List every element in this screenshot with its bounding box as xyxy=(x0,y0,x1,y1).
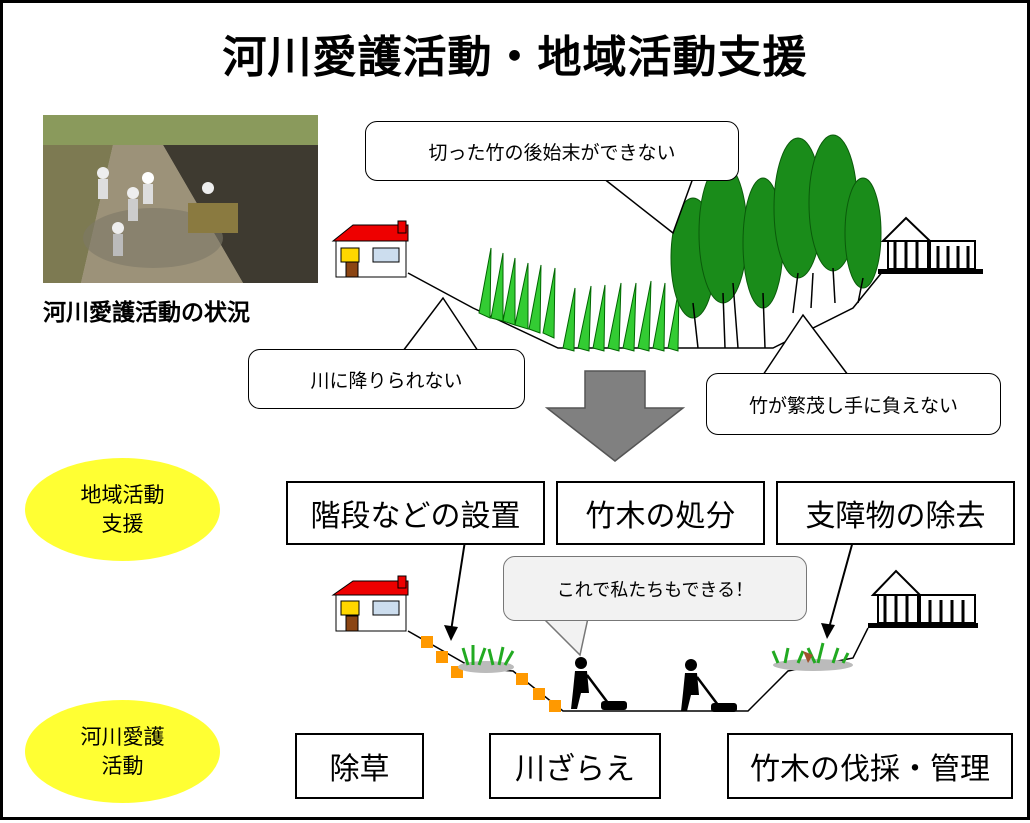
support-obstacle-removal: 支障物の除去 xyxy=(776,481,1015,545)
activity-weeding: 除草 xyxy=(295,733,424,799)
down-arrow xyxy=(544,370,686,462)
river-activity-photo xyxy=(43,115,318,283)
speech-bubble-tail xyxy=(541,617,589,657)
support-bamboo-disposal: 竹木の処分 xyxy=(556,481,765,545)
mowing-person-2 xyxy=(681,659,737,712)
building-right-bottom xyxy=(868,569,978,628)
arrow-steps xyxy=(444,540,466,641)
photo-caption: 河川愛護活動の状況 xyxy=(43,300,250,326)
activity-river-dredging: 川ざらえ xyxy=(489,733,661,799)
small-grass-left xyxy=(458,645,515,673)
illustration-layer xyxy=(43,115,983,712)
page-title: 河川愛護活動・地域活動支援 xyxy=(222,32,808,83)
house-left-top xyxy=(331,220,409,278)
speech-bubble: これで私たちもできる！ xyxy=(503,556,807,621)
callout-tail-disposal xyxy=(602,177,694,235)
label-community-support: 地域活動 支援 xyxy=(25,458,220,561)
arrow-obstacle-removal xyxy=(821,540,854,639)
label-river-care-activity: 河川愛護 活動 xyxy=(25,700,220,803)
callout-cannot-descend: 川に降りられない xyxy=(248,349,525,409)
callout-tail-overgrowth xyxy=(762,313,849,376)
bamboo-grove-top xyxy=(670,134,882,349)
callout-bamboo-disposal: 切った竹の後始末ができない xyxy=(365,121,739,181)
mowing-person-1 xyxy=(571,657,627,710)
overgrown-grass-top xyxy=(478,247,680,352)
house-left-bottom xyxy=(331,575,409,632)
building-right-top xyxy=(878,216,983,274)
callout-bamboo-overgrowth: 竹が繁茂し手に負えない xyxy=(706,373,1001,435)
callout-tail-descend xyxy=(402,296,479,352)
support-steps-installation: 階段などの設置 xyxy=(286,481,545,545)
activity-bamboo-logging-management: 竹木の伐採・管理 xyxy=(727,733,1013,799)
small-plants-right xyxy=(771,642,853,671)
installed-steps xyxy=(421,636,561,712)
